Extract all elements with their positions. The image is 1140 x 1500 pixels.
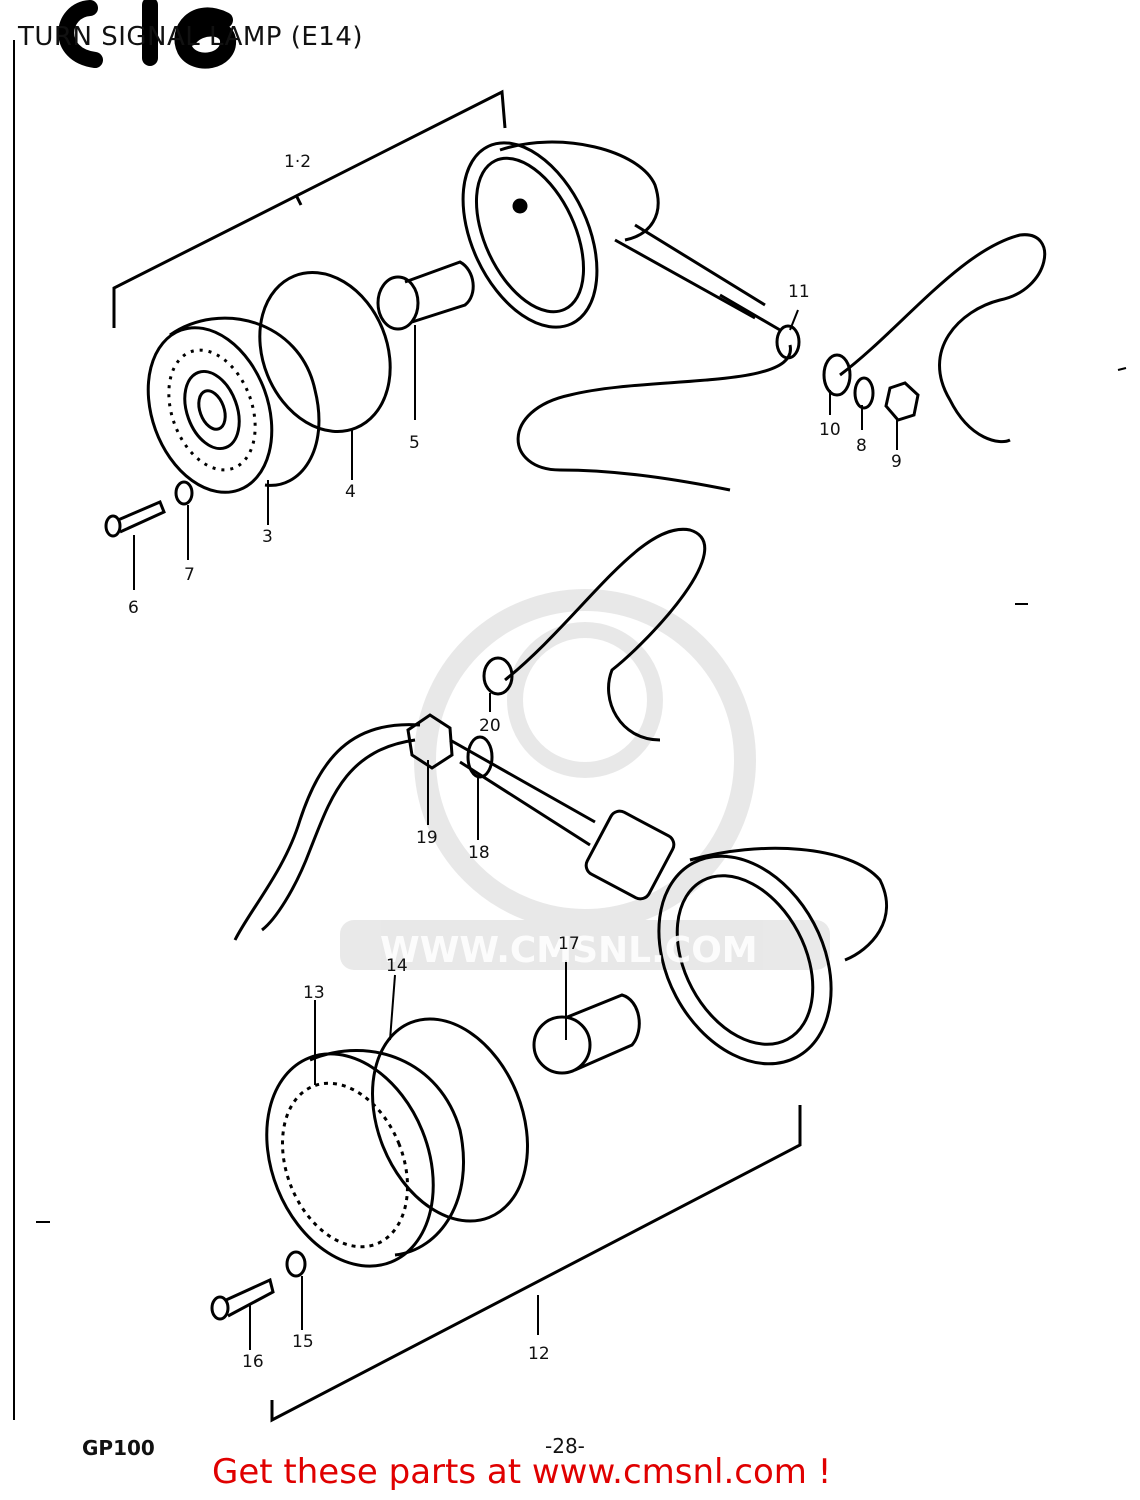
label-1-2: 1·2	[284, 152, 312, 172]
label-13: 13	[303, 983, 325, 1003]
model-label: GP100	[82, 1436, 155, 1460]
label-15: 15	[292, 1332, 314, 1352]
label-3: 3	[262, 527, 273, 547]
label-12: 12	[528, 1344, 550, 1364]
washer-15	[285, 1250, 307, 1278]
nut-9	[884, 381, 920, 422]
washer-8	[853, 376, 875, 410]
label-10: 10	[819, 420, 841, 440]
lower-wire	[233, 527, 707, 941]
label-14: 14	[386, 956, 408, 976]
label-19: 19	[416, 828, 438, 848]
watermark-text: WWW.CMSNL.COM	[380, 930, 758, 971]
lower-leader-lines	[249, 693, 567, 1350]
label-8: 8	[856, 436, 867, 456]
watermark-logo	[340, 589, 830, 970]
label-20: 20	[479, 716, 501, 736]
upper-group-bracket	[112, 89, 507, 328]
upper-housing	[461, 140, 781, 332]
screw-16	[210, 1277, 275, 1321]
upper-gasket	[258, 271, 392, 433]
washer-11	[775, 324, 801, 360]
washer-18	[466, 735, 494, 779]
upper-bulb	[376, 260, 475, 331]
upper-wire	[516, 233, 1047, 492]
label-16: 16	[242, 1352, 264, 1372]
label-17: 17	[558, 934, 580, 954]
screw-6	[104, 500, 166, 538]
cta-banner[interactable]: Get these parts at www.cmsnl.com !	[212, 1452, 832, 1492]
label-9: 9	[891, 452, 902, 472]
label-4: 4	[345, 482, 356, 502]
page-code-fragment	[58, 0, 236, 69]
lower-gasket	[371, 1017, 529, 1223]
page-number: -28-	[545, 1434, 585, 1458]
label-6: 6	[128, 598, 139, 618]
scan-specks	[36, 367, 1127, 1223]
label-7: 7	[184, 565, 195, 585]
washer-7	[174, 480, 194, 506]
lower-bulb	[532, 993, 641, 1075]
label-11: 11	[788, 282, 810, 302]
nut-19	[406, 713, 454, 770]
lower-group-bracket	[270, 1105, 802, 1423]
upper-lens	[146, 316, 321, 494]
lower-lens	[265, 1049, 465, 1268]
terminal-20	[482, 656, 514, 696]
label-18: 18	[468, 843, 490, 863]
terminal-10	[822, 353, 852, 397]
label-5: 5	[409, 433, 420, 453]
page-title: TURN SIGNAL LAMP (E14)	[18, 22, 364, 52]
lower-housing	[449, 738, 888, 1066]
upper-leader-lines	[133, 309, 898, 590]
